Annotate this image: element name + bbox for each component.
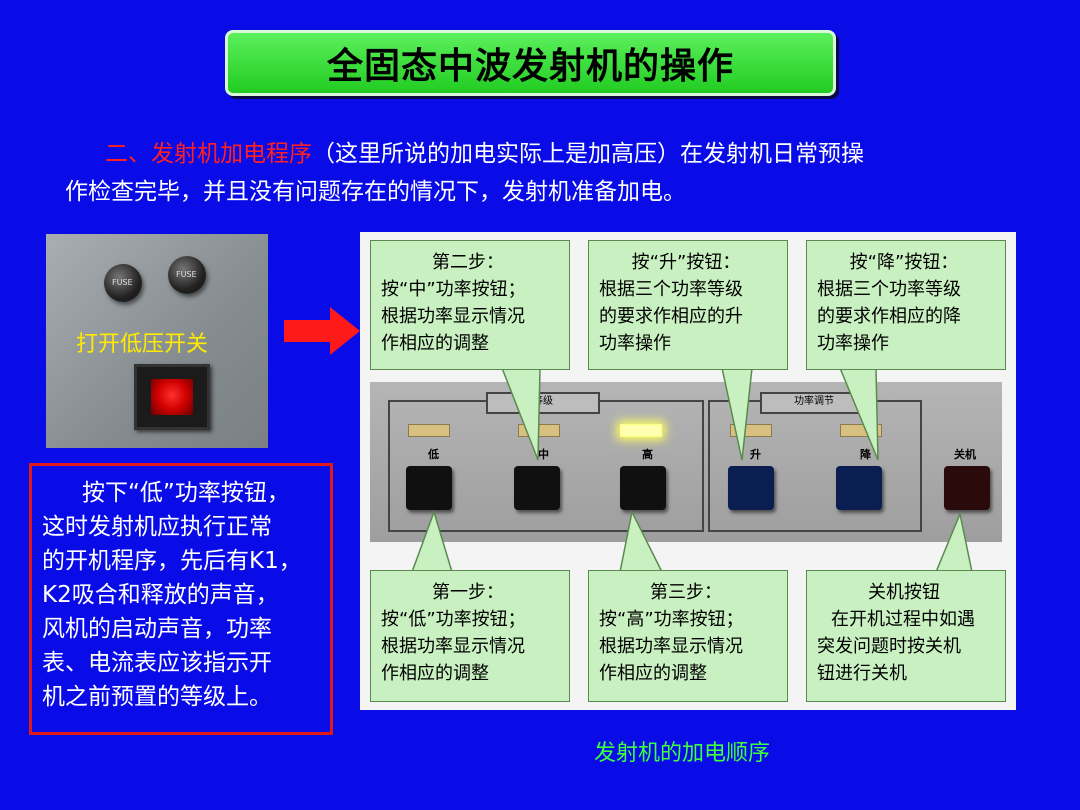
mid-button: [514, 466, 560, 510]
callout-down: 按“降”按钮： 根据三个功率等级 的要求作相应的降 功率操作: [806, 240, 1006, 370]
callout-line: 在开机过程中如遇: [831, 609, 975, 630]
off-label: 关机: [954, 448, 976, 461]
low-lamp: [408, 424, 450, 437]
power-rocker-switch: [134, 364, 210, 430]
callout-line: 作相应的调整: [381, 333, 489, 354]
callout-line: 根据功率显示情况: [381, 306, 525, 327]
callout-line: 根据三个功率等级: [599, 279, 743, 300]
note-line: K2吸合和释放的声音，: [42, 582, 279, 608]
note-line: 这时发射机应执行正常: [42, 514, 272, 540]
callout-tails: [410, 367, 973, 573]
callout-line: 根据功率显示情况: [599, 636, 743, 657]
title-banner: 全固态中波发射机的操作: [225, 30, 836, 96]
callout-line: 突发问题时按关机: [817, 636, 961, 657]
callout-step1: 第一步： 按“低”功率按钮； 根据功率显示情况 作相应的调整: [370, 570, 570, 702]
callout-line: 功率操作: [817, 333, 889, 354]
callout-line: 按“高”功率按钮；: [599, 609, 744, 630]
callout-head: 按“升”按钮：: [631, 252, 741, 273]
photo-label: 打开低压开关: [76, 332, 209, 357]
intro-text-2: 作检查完毕，并且没有问题存在的情况下，发射机准备加电。: [65, 179, 686, 205]
right-arrow-icon: [284, 307, 360, 355]
callout-line: 钮进行关机: [817, 663, 907, 684]
up-button: [728, 466, 774, 510]
callout-line: 按“低”功率按钮；: [381, 609, 526, 630]
mid-label: 中: [538, 448, 549, 461]
low-voltage-switch-photo: FUSE FUSE 打开低压开关: [46, 234, 268, 448]
note-box: 按下“低”功率按钮， 这时发射机应执行正常 的开机程序，先后有K1， K2吸合和…: [29, 463, 333, 735]
callout-line: 功率操作: [599, 333, 671, 354]
callout-line: 的要求作相应的升: [599, 306, 743, 327]
callout-line: 根据三个功率等级: [817, 279, 961, 300]
callout-line: 按“中”功率按钮；: [381, 279, 526, 300]
up-label: 升: [750, 448, 761, 461]
high-button: [620, 466, 666, 510]
callout-step3: 第三步： 按“高”功率按钮； 根据功率显示情况 作相应的调整: [588, 570, 788, 702]
note-line: 机之前预置的等级上。: [42, 684, 272, 710]
control-panel-diagram: 等级 功率调节 低 中 高 升 降 关机 第二步： 按“中”功率按钮；: [360, 232, 1016, 710]
fuse-knob-left: FUSE: [104, 264, 142, 302]
callout-head: 第二步：: [432, 252, 504, 273]
note-line: 按下“低”功率按钮，: [82, 480, 290, 506]
high-label: 高: [642, 448, 653, 461]
low-label: 低: [428, 448, 439, 461]
note-line: 表、电流表应该指示开: [42, 650, 272, 676]
callout-head: 关机按钮: [868, 582, 940, 603]
low-button: [406, 466, 452, 510]
callout-head: 第三步：: [650, 582, 722, 603]
callout-line: 作相应的调整: [381, 663, 489, 684]
callout-line: 作相应的调整: [599, 663, 707, 684]
intro-text-1: （这里所说的加电实际上是加高压）在发射机日常预操: [312, 141, 864, 167]
callout-line: 的要求作相应的降: [817, 306, 961, 327]
note-line: 的开机程序，先后有K1，: [42, 548, 302, 574]
intro-paragraph: 二、发射机加电程序（这里所说的加电实际上是加高压）在发射机日常预操 作检查完毕，…: [65, 135, 1025, 211]
off-button: [944, 466, 990, 510]
high-lamp: [620, 424, 662, 437]
callout-head: 按“降”按钮：: [849, 252, 959, 273]
note-line: 风机的启动声音，功率: [42, 616, 272, 642]
callout-head: 第一步：: [432, 582, 504, 603]
callout-line: 根据功率显示情况: [381, 636, 525, 657]
intro-heading: 二、发射机加电程序: [105, 141, 312, 167]
diagram-caption: 发射机的加电顺序: [594, 741, 771, 766]
callout-off: 关机按钮 在开机过程中如遇 突发问题时按关机 钮进行关机: [806, 570, 1006, 702]
callout-up: 按“升”按钮： 根据三个功率等级 的要求作相应的升 功率操作: [588, 240, 788, 370]
fuse-knob-right: FUSE: [168, 256, 206, 294]
button-strip: 等级 功率调节 低 中 高 升 降 关机: [370, 382, 1002, 542]
page-title: 全固态中波发射机的操作: [326, 46, 734, 87]
down-button: [836, 466, 882, 510]
callout-step2: 第二步： 按“中”功率按钮； 根据功率显示情况 作相应的调整: [370, 240, 570, 370]
down-label: 降: [860, 448, 871, 461]
